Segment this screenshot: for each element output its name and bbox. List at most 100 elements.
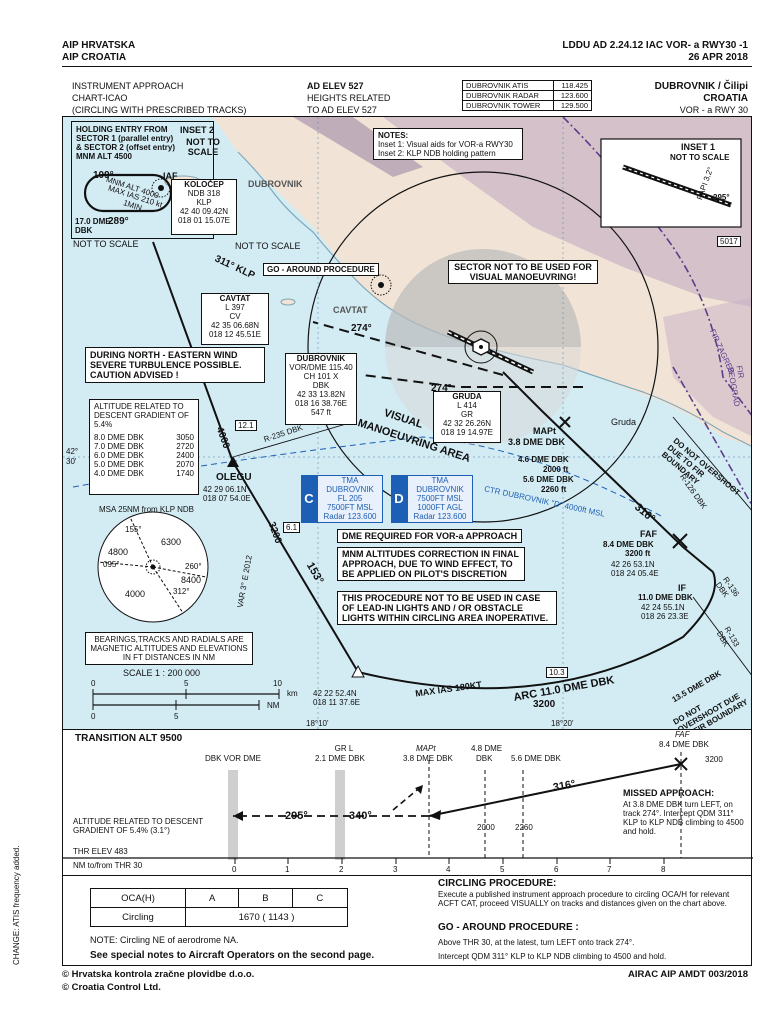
gradient-title: ALTITUDE RELATED TO DESCENT GRADIENT OF … — [94, 402, 189, 429]
holding-dme: 17.0 DME DBK — [75, 217, 111, 235]
profile-view: TRANSITION ALT 9500 DBK VOR DME GR L 2.1… — [62, 730, 753, 876]
if-lon: 018 26 23.3E — [641, 612, 689, 621]
vor-elevation: 547 ft — [310, 408, 331, 417]
dme-required-notice: DME REQUIRED FOR VOR-a APPROACH — [337, 529, 523, 543]
profile-grl: GR L — [334, 744, 354, 753]
approach-map: HOLDING ENTRY FROM SECTOR 1 (parallel en… — [62, 116, 752, 730]
freq-name: DUBROVNIK TOWER — [462, 100, 554, 111]
profile-thr-elev: THR ELEV 483 — [73, 847, 128, 856]
profile-mapt: MAPt — [416, 744, 436, 753]
tma-d-upper: 7500FT MSL — [416, 494, 464, 503]
gruda-id: GR — [461, 410, 473, 419]
distance-6-1: 6.1 — [283, 522, 301, 533]
inset-1-title: INSET 1 — [681, 142, 716, 152]
profile-track-295: 295° — [285, 810, 308, 822]
missed-approach-title: MISSED APPROACH: — [623, 788, 715, 798]
missed-track-274b — [362, 374, 583, 388]
vor-lon: 018 16 38.76E — [294, 399, 348, 408]
go-around-title: GO - AROUND PROCEDURE : — [438, 922, 579, 933]
lat-42: 42° — [66, 447, 79, 456]
gradient-table: ALTITUDE RELATED TO DESCENT GRADIENT OF … — [89, 399, 199, 495]
header-date: 26 APR 2018 — [688, 52, 748, 63]
scale-nm-0: 0 — [91, 712, 96, 721]
tma-d-lower: 1000FT AGL — [417, 503, 463, 512]
msa-sector-3: 8400 — [181, 575, 202, 585]
kolocep-lon: 018 01 15.07E — [177, 216, 231, 225]
scale-km-unit: km — [287, 689, 298, 698]
scale-km-10: 10 — [273, 679, 282, 688]
msa-bearing-095: 095° — [103, 560, 120, 569]
profile-canvas — [63, 752, 753, 864]
profile-tick: 0 — [232, 865, 237, 874]
procedure-name: VOR - a RWY 30 — [679, 105, 748, 115]
tma-c-letter: C — [301, 475, 317, 523]
vor-freq: VOR/DME 115.40 — [289, 363, 353, 372]
profile-tick: 5 — [500, 865, 505, 874]
kolocep-id: KLP — [196, 198, 212, 207]
cavtat-lat: 42 35 06.68N — [210, 321, 260, 330]
note-1: Inset 1: Visual aids for VOR-a RWY30 — [378, 140, 513, 149]
dubrovnik-vor-box: DUBROVNIK VOR/DME 115.40 CH 101 X DBK 42… — [285, 353, 357, 425]
scale-km-0: 0 — [91, 679, 96, 688]
mnm-correction-notice: MNM ALTITUDES CORRECTION IN FINAL APPROA… — [337, 547, 525, 581]
holding-inbound: 109° — [93, 170, 114, 181]
profile-grl-dme: 2.1 DME DBK — [315, 754, 365, 763]
ndb-go-around-symbol — [370, 274, 392, 296]
chart-type-2: CHART-ICAO — [72, 93, 128, 103]
profile-gradient: ALTITUDE RELATED TO DESCENT GRADIENT OF … — [73, 817, 203, 835]
vor-dbk-symbol — [464, 330, 498, 364]
inset-1-track: 295° — [713, 193, 730, 202]
arc-start-lat: 42 22 52.4N — [313, 689, 357, 698]
cavtat-navaid-box: CAVTAT L 397 CV 42 35 06.68N 018 12 45.5… — [201, 293, 269, 345]
track-153 — [232, 461, 359, 673]
oca-table: OCA(H) A B C Circling 1670 ( 1143 ) — [90, 888, 349, 927]
holding-entry-text: HOLDING ENTRY FROM SECTOR 1 (parallel en… — [76, 125, 175, 161]
scale-label: SCALE 1 : 200 000 — [123, 668, 201, 678]
profile-nm-label: NM to/from THR 30 — [73, 861, 143, 870]
lat-30: 30' — [66, 457, 77, 466]
chart-type-3: (CIRCLING WITH PRESCRIBED TRACKS) — [72, 105, 247, 115]
dme-5-6: 5.6 DME DBK — [523, 475, 574, 484]
profile-dme48: 4.8 DME — [471, 744, 503, 753]
msa-bearing-260: 260° — [185, 562, 202, 571]
tma-c-box: C TMA DUBROVNIK FL 205 7500FT MSL Radar … — [301, 475, 383, 523]
cavtat-name: CAVTAT — [219, 294, 251, 303]
alt-2260: 2260 ft — [541, 485, 567, 494]
minima-section — [62, 876, 752, 966]
if-label: IF — [678, 583, 686, 593]
mountain-shade — [293, 117, 423, 177]
olegu-lon: 018 07 54.0E — [203, 494, 251, 503]
distance-10-3: 10.3 — [546, 667, 568, 678]
kolocep-ndb: NDB 318 — [187, 189, 221, 198]
profile-faf-dme: 8.4 DME DBK — [659, 740, 709, 749]
radial-235 — [232, 421, 354, 458]
mapt-dme: 3.8 DME DBK — [508, 437, 566, 447]
msa-diagram — [97, 511, 209, 623]
copyright-en: © Croatia Control Ltd. — [62, 982, 161, 993]
profile-tick: 8 — [661, 865, 666, 874]
tma-d-radar: Radar 123.600 — [413, 512, 467, 521]
vor-name: DUBROVNIK — [296, 354, 346, 363]
circling-text: Execute a published instrument approach … — [438, 890, 730, 908]
gruda-name: GRUDA — [452, 392, 482, 401]
gruda-navaid-box: GRUDA L 414 GR 42 32 26.26N 018 19 14.97… — [433, 391, 501, 443]
copyright-hr: © Hrvatska kontrola zračne plovidbe d.o.… — [62, 969, 255, 980]
profile-tick: 2 — [339, 865, 344, 874]
faf-dme: 8.4 DME DBK — [603, 540, 654, 549]
not-to-scale-label: NOT TO SCALE — [73, 239, 139, 249]
header-aip-en: AIP CROATIA — [62, 52, 127, 63]
cavtat-town: CAVTAT — [333, 305, 368, 315]
change-note: CHANGE: ATIS frequency added. — [12, 845, 21, 965]
not-to-scale-label-2: NOT TO SCALE — [235, 241, 301, 251]
kolocep-lat: 42 40 09.42N — [179, 207, 229, 216]
oca-circling: Circling — [90, 907, 186, 927]
amendment: AIRAC AIP AMDT 003/2018 — [627, 969, 748, 980]
msa-bearing-155: 155° — [125, 525, 142, 534]
gruda-town: Gruda — [611, 417, 637, 427]
header-aip-hr: AIP HRVATSKA — [62, 40, 136, 51]
